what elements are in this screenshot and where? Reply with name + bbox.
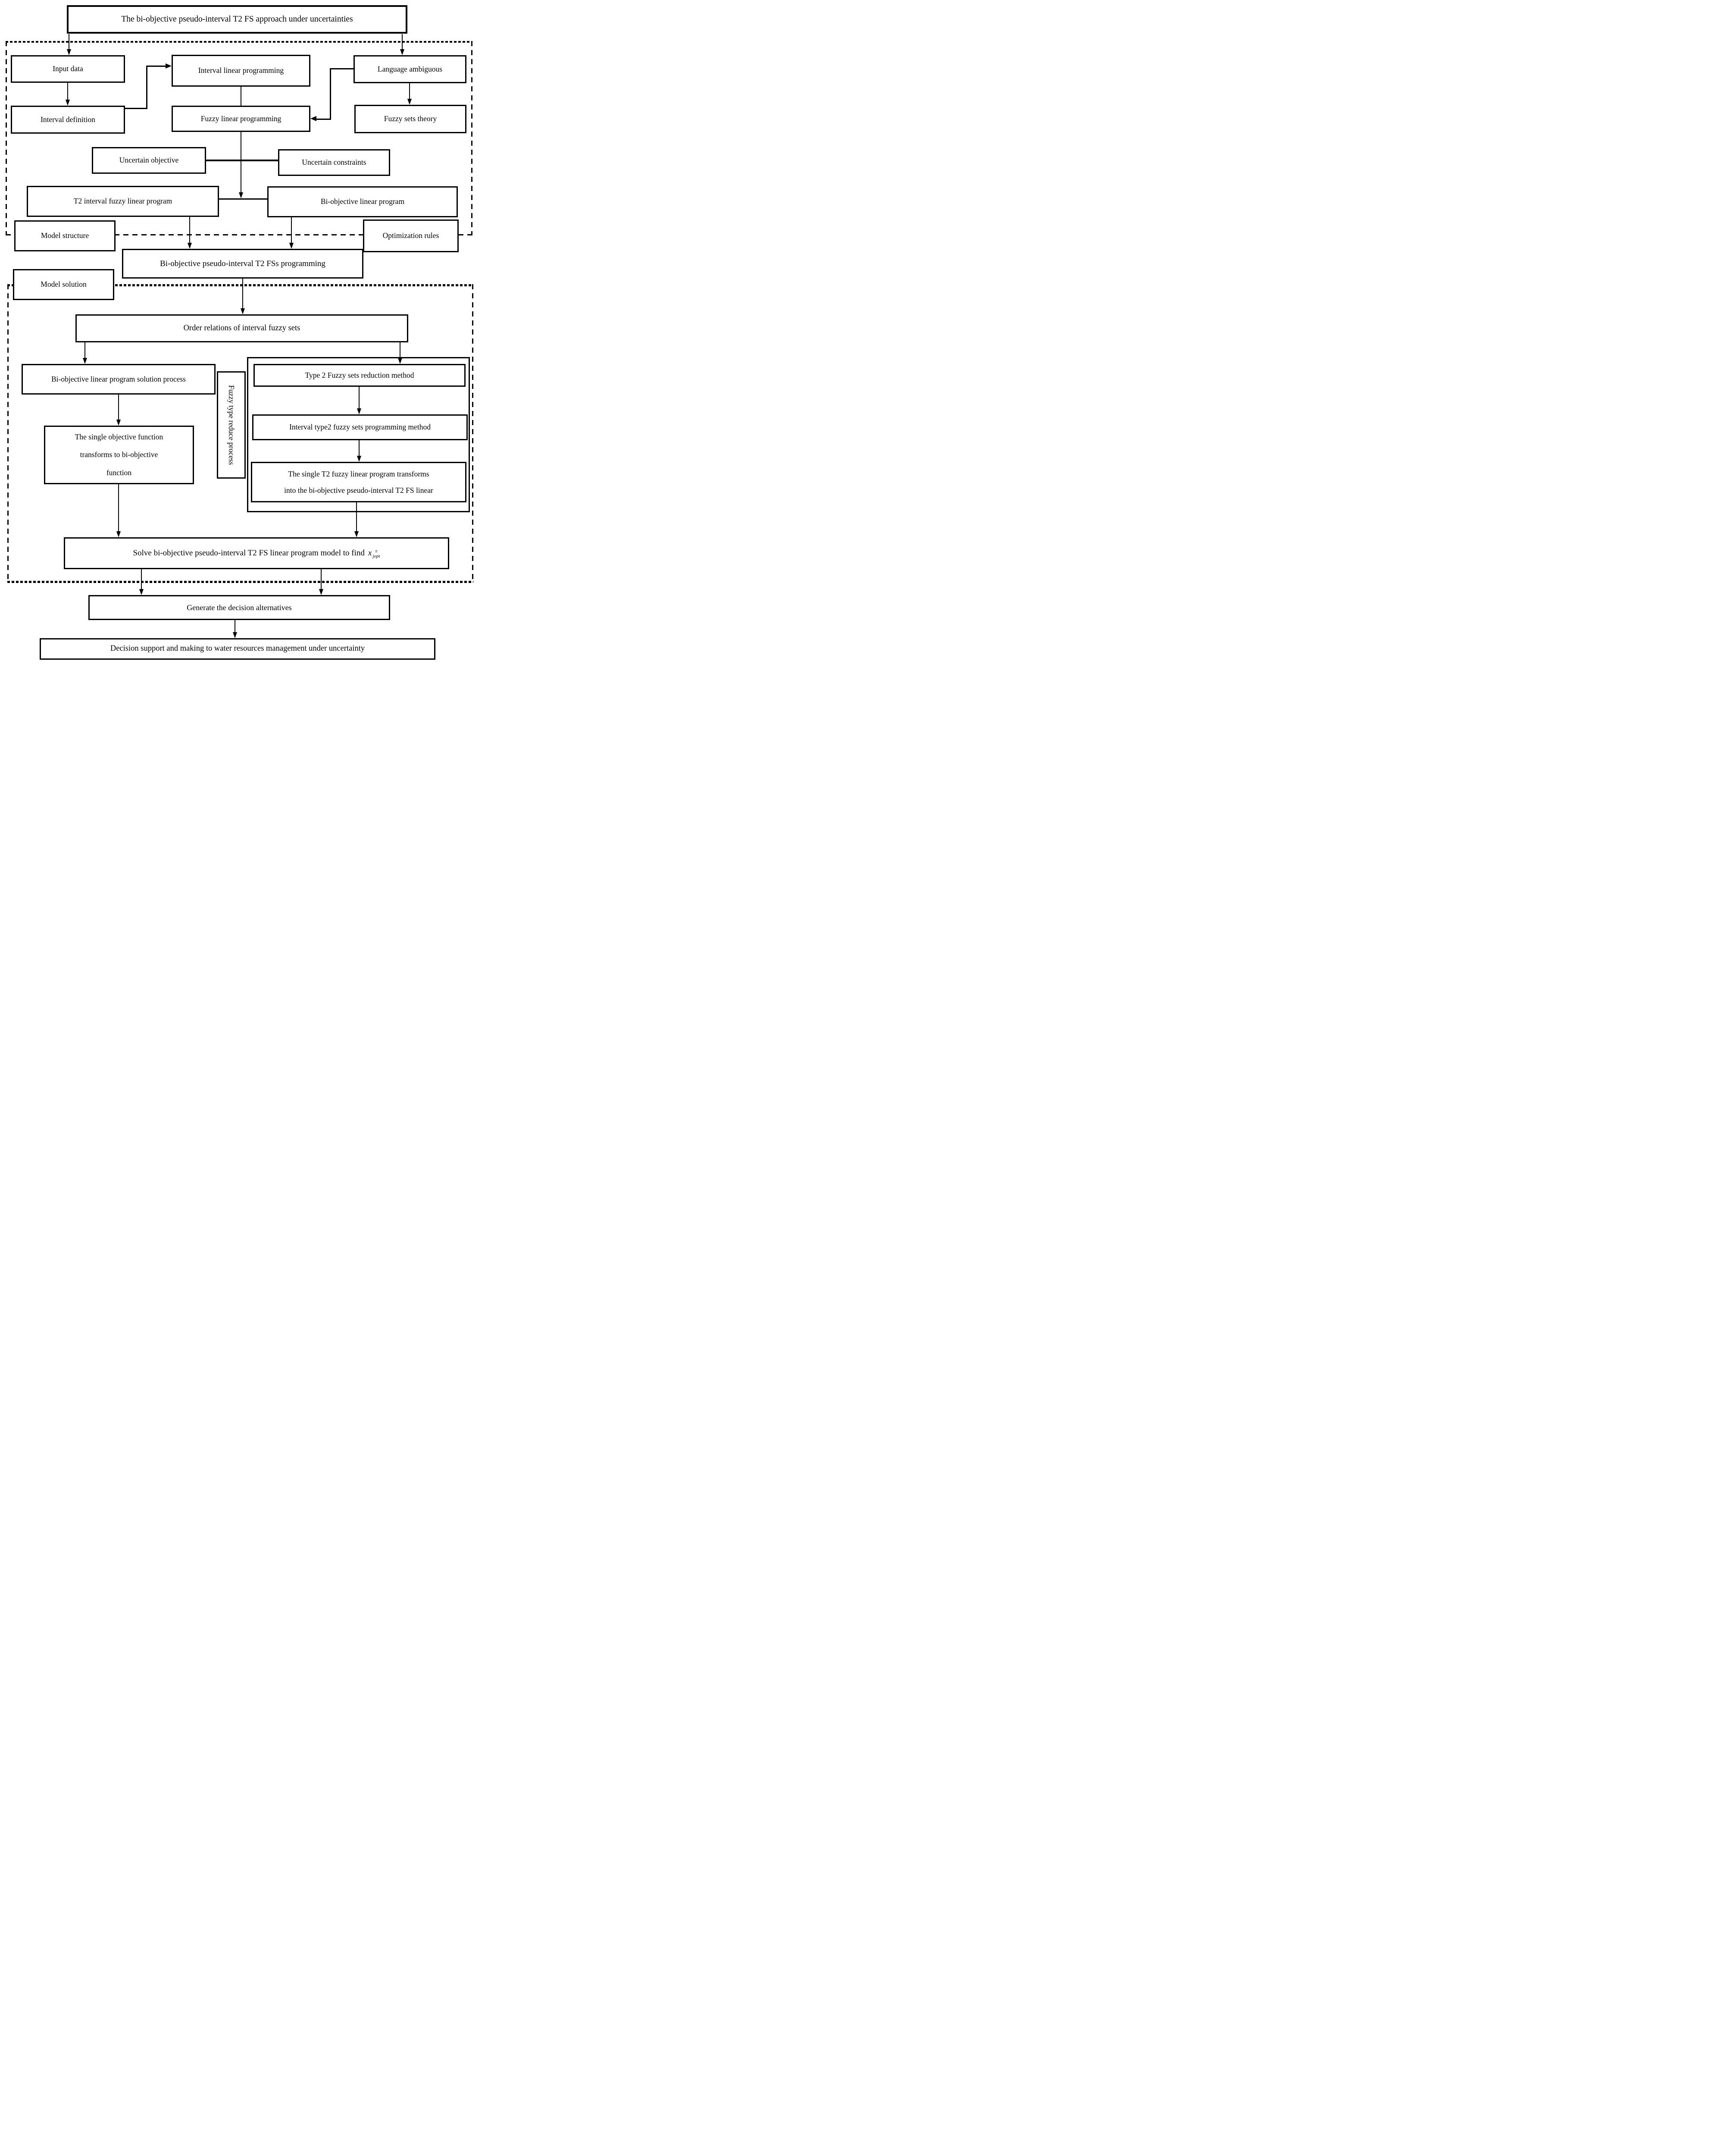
arrowhead-solve-to-generate-right xyxy=(319,589,323,595)
arrowhead-order-to-solution-process xyxy=(83,358,87,364)
node-t2-interval-fuzzy-linear-program: T2 interval fuzzy linear program xyxy=(27,186,219,217)
node-interval-linear-programming: Interval linear programming xyxy=(172,55,310,87)
arrowhead-into-fuzzy-linear-programming xyxy=(310,116,316,121)
arrowhead-single-objective-to-solve xyxy=(116,531,121,537)
region-model-solution-top-border xyxy=(7,284,473,286)
node-solve-model: Solve bi-objective pseudo-interval T2 FS… xyxy=(64,537,449,569)
arrowhead-bi-objective-lp-to-pseudo xyxy=(289,243,294,249)
node-decision-support: Decision support and making to water res… xyxy=(40,638,435,660)
arrowhead-generate-to-decision xyxy=(233,632,237,638)
single-objective-line-3: function xyxy=(106,468,132,477)
connector-interval-type2-to-single-t2 xyxy=(359,440,360,456)
connector-top-to-language-ambiguous xyxy=(402,34,403,50)
arrowhead-type2-to-interval-type2 xyxy=(357,408,361,414)
label-optimization-rules: Optimization rules xyxy=(363,219,459,252)
arrowhead-solve-to-generate-left xyxy=(139,589,144,595)
region-model-solution-bottom-border xyxy=(7,581,473,583)
node-single-objective-transforms: The single objective function transforms… xyxy=(44,426,194,484)
solve-model-text: Solve bi-objective pseudo-interval T2 FS… xyxy=(133,548,365,558)
connector-language-elbow-3 xyxy=(316,119,330,120)
node-fuzzy-linear-programming: Fuzzy linear programming xyxy=(172,106,310,132)
arrowhead-t2-flp-to-pseudo xyxy=(188,243,192,249)
x-jopt-subscript: jopt xyxy=(372,554,380,559)
connector-t2-bi-objective-junction xyxy=(219,198,267,200)
node-bi-objective-solution-process: Bi-objective linear program solution pro… xyxy=(22,364,216,395)
connector-pseudo-to-order-relations xyxy=(242,279,243,308)
connector-language-to-fuzzy-sets-theory xyxy=(409,83,410,99)
connector-language-elbow-1 xyxy=(330,68,353,69)
connector-t2-flp-to-pseudo xyxy=(189,217,190,243)
connector-type2-to-interval-type2 xyxy=(359,387,360,408)
connector-input-to-interval-definition xyxy=(67,83,68,100)
node-fuzzy-sets-theory: Fuzzy sets theory xyxy=(354,105,466,133)
single-objective-line-1: The single objective function xyxy=(75,432,163,442)
node-input-data: Input data xyxy=(11,55,125,83)
flowchart-canvas: The bi-objective pseudo-interval T2 FS a… xyxy=(0,0,474,666)
arrowhead-order-to-type2-reduction xyxy=(398,358,402,364)
arrowhead-into-interval-linear-programming xyxy=(166,63,172,69)
node-interval-type2-method: Interval type2 fuzzy sets programming me… xyxy=(252,414,468,440)
region-model-structure-top-border xyxy=(6,41,472,43)
arrowhead-fuzzy-lp-down xyxy=(239,192,243,198)
node-uncertain-constraints: Uncertain constraints xyxy=(278,149,390,176)
arrowhead-interval-type2-to-single-t2 xyxy=(357,456,361,462)
node-generate-alternatives: Generate the decision alternatives xyxy=(88,595,390,620)
region-model-structure-right-border xyxy=(471,41,472,235)
connector-bi-objective-lp-to-pseudo xyxy=(291,217,292,243)
connector-single-objective-to-solve xyxy=(118,484,119,531)
arrowhead-top-to-language-ambiguous xyxy=(400,49,404,55)
node-order-relations: Order relations of interval fuzzy sets xyxy=(75,314,408,342)
node-uncertain-objective: Uncertain objective xyxy=(92,147,206,174)
connector-language-elbow-2 xyxy=(330,68,331,120)
connector-solve-to-generate-left xyxy=(141,569,142,589)
x-jopt-formula: x ± jopt xyxy=(368,548,380,558)
label-model-structure: Model structure xyxy=(14,220,116,251)
region-model-structure-bottom-border xyxy=(6,234,472,235)
connector-interval-definition-elbow-1 xyxy=(125,108,147,109)
arrowhead-solution-process-to-single-objective xyxy=(116,420,121,426)
node-approach-title: The bi-objective pseudo-interval T2 FS a… xyxy=(67,5,407,34)
arrowhead-language-to-fuzzy-sets-theory xyxy=(407,99,412,105)
connector-interval-definition-elbow-2 xyxy=(146,66,147,109)
connector-single-t2-to-solve xyxy=(356,502,357,531)
region-model-solution-left-border xyxy=(7,284,9,582)
region-model-solution-right-border xyxy=(472,284,473,582)
x-jopt-superscript: ± xyxy=(375,548,378,554)
connector-solve-to-generate-right xyxy=(321,569,322,589)
connector-order-to-solution-process xyxy=(84,342,85,358)
x-jopt-base: x xyxy=(368,548,372,558)
node-bi-objective-linear-program: Bi-objective linear program xyxy=(267,186,458,217)
node-language-ambiguous: Language ambiguous xyxy=(353,55,466,83)
node-single-t2-transforms: The single T2 fuzzy linear program trans… xyxy=(251,462,466,502)
arrowhead-pseudo-to-order-relations xyxy=(241,308,245,314)
node-type2-reduction-method: Type 2 Fuzzy sets reduction method xyxy=(253,364,466,387)
node-pseudo-interval-t2-fss-programming: Bi-objective pseudo-interval T2 FSs prog… xyxy=(122,249,363,279)
connector-uncertain-objective-constraints xyxy=(206,160,278,161)
node-interval-definition: Interval definition xyxy=(11,106,125,134)
arrowhead-single-t2-to-solve xyxy=(354,531,359,537)
region-model-structure-left-border xyxy=(6,41,7,235)
single-t2-line-1: The single T2 fuzzy linear program trans… xyxy=(288,469,429,478)
single-t2-line-2: into the bi-objective pseudo-interval T2… xyxy=(284,486,433,495)
single-objective-line-2: transforms to bi-objective xyxy=(80,450,158,459)
label-model-solution: Model solution xyxy=(13,269,114,300)
arrowhead-top-to-input-data xyxy=(67,49,71,55)
label-fuzzy-type-reduce-process: Fuzzy type reduce process xyxy=(217,371,246,479)
connector-solution-process-to-single-objective xyxy=(118,395,119,420)
arrowhead-input-to-interval-definition xyxy=(66,100,70,106)
connector-interval-definition-elbow-3 xyxy=(147,66,166,67)
